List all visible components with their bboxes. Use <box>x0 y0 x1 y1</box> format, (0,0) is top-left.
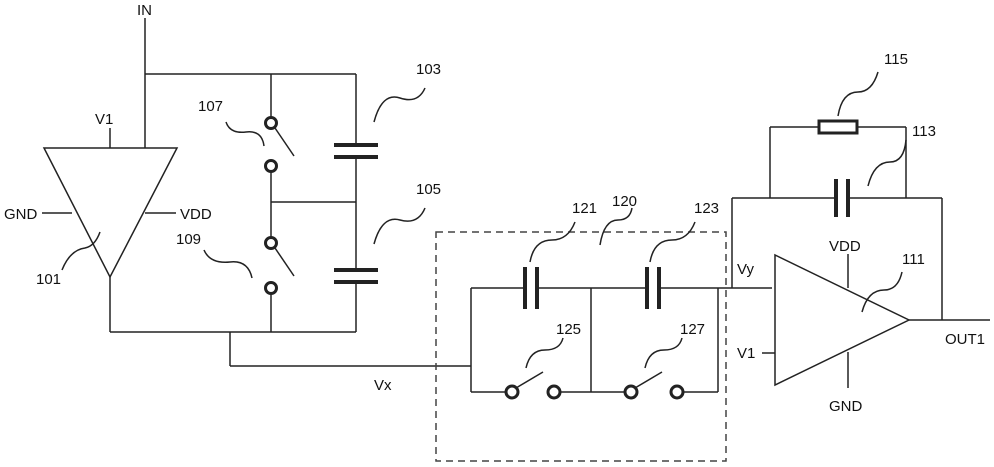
label-125: 125 <box>556 321 581 338</box>
capacitor-105 <box>334 268 378 332</box>
leader-101 <box>61 231 101 271</box>
leader-127 <box>644 337 683 369</box>
leader-120 <box>599 207 633 246</box>
label-vy: Vy <box>737 261 754 278</box>
amplifier-111 <box>762 253 990 388</box>
switch-107-contact-bottom <box>264 159 278 173</box>
switch-127-contact-left <box>623 384 639 400</box>
label-123: 123 <box>694 200 719 217</box>
label-105: 105 <box>416 181 441 198</box>
label-109: 109 <box>176 231 201 248</box>
switch-107-contact-top <box>264 116 278 130</box>
label-v1-right: V1 <box>737 345 755 362</box>
amplifier-101 <box>42 128 179 279</box>
label-vx: Vx <box>374 377 392 394</box>
input-wiring <box>144 18 357 148</box>
switch-127-blade <box>634 371 663 389</box>
capacitor-123 <box>645 267 661 309</box>
switch-127 <box>623 371 685 400</box>
label-gnd-left: GND <box>4 206 38 223</box>
capacitor-103 <box>334 143 378 270</box>
switch-125-contact-left <box>504 384 520 400</box>
vx-wiring <box>109 277 471 367</box>
switch-125 <box>504 371 562 400</box>
feedback-network <box>731 126 943 320</box>
label-v1-left: V1 <box>95 111 113 128</box>
label-101: 101 <box>36 271 61 288</box>
leader-111 <box>861 271 903 313</box>
label-vdd-left: VDD <box>180 206 212 223</box>
label-127: 127 <box>680 321 705 338</box>
label-121: 121 <box>572 200 597 217</box>
label-107: 107 <box>198 98 223 115</box>
leader-103 <box>373 87 426 123</box>
leader-123 <box>649 221 696 263</box>
label-out1: OUT1 <box>945 331 985 348</box>
switch-107-blade <box>274 127 295 157</box>
leader-113 <box>867 139 907 187</box>
switched-capacitor-block-120 <box>435 231 727 462</box>
capacitor-121 <box>523 267 539 309</box>
resistor-115 <box>817 119 859 135</box>
switch-127-contact-right <box>669 384 685 400</box>
label-115: 115 <box>884 51 908 68</box>
switch-109-contact-bottom <box>264 281 278 295</box>
label-111: 111 <box>902 251 925 268</box>
label-120: 120 <box>612 193 637 210</box>
block-120-wiring <box>470 287 772 393</box>
label-in: IN <box>137 2 152 19</box>
switch-109-blade <box>274 247 295 277</box>
switch-125-contact-right <box>546 384 562 400</box>
switch-column <box>264 74 356 332</box>
switch-109-contact-top <box>264 236 278 250</box>
leader-115 <box>837 71 879 117</box>
leader-109 <box>203 249 253 279</box>
switch-125-blade <box>515 371 544 389</box>
label-vdd-right: VDD <box>829 238 861 255</box>
leader-125 <box>525 337 564 369</box>
label-gnd-right: GND <box>829 398 863 415</box>
leader-105 <box>373 207 426 245</box>
leader-121 <box>529 221 576 263</box>
label-113: 113 <box>912 123 936 140</box>
capacitor-113 <box>834 179 850 217</box>
label-103: 103 <box>416 61 441 78</box>
leader-107 <box>225 121 265 147</box>
